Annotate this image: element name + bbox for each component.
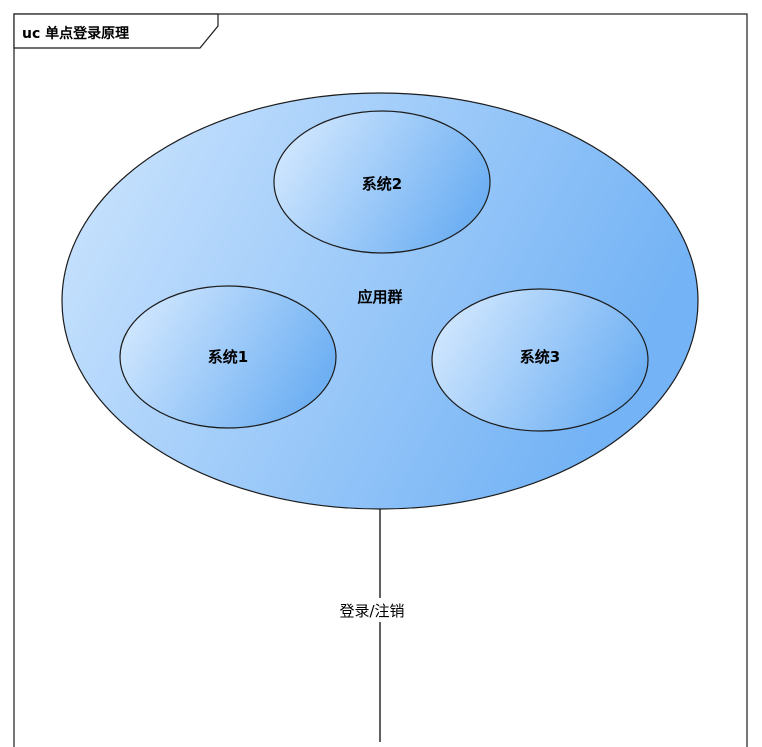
system-3-label: 系统3 [520,348,560,366]
system-3-ellipse[interactable] [431,288,649,432]
frame-title-tab [13,13,219,49]
application-group-label: 应用群 [357,288,402,306]
system-2-ellipse[interactable] [273,110,491,254]
system-2-label: 系统2 [362,175,402,193]
system-1-label: 系统1 [208,348,248,366]
system-1-ellipse[interactable] [119,285,337,429]
connector-label: 登录/注销 [339,602,404,620]
frame-title: uc 单点登录原理 [22,25,129,42]
connector-label-background [330,598,430,622]
